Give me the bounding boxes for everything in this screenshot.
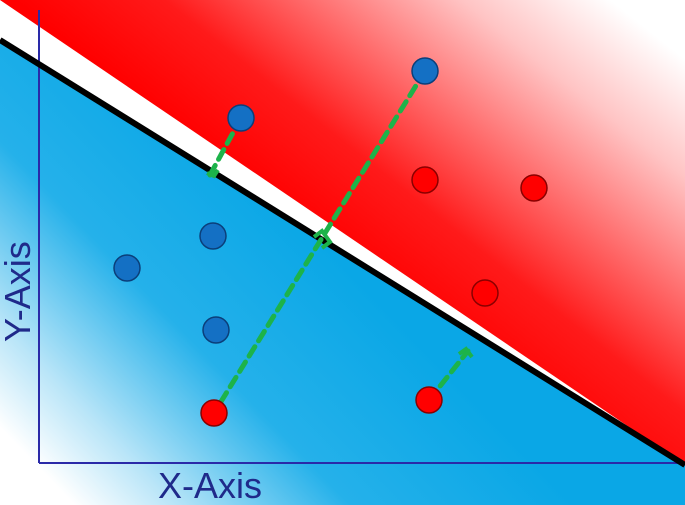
blue-point [227, 104, 255, 132]
right-angle-marker-top [206, 168, 220, 179]
right-angle-marker-middle [312, 228, 333, 250]
blue-point [113, 254, 141, 282]
blue-class-region [0, 40, 685, 505]
red-point [471, 279, 499, 307]
distance-line-long [211, 68, 428, 416]
decision-boundary-line [0, 37, 685, 468]
red-point [520, 174, 548, 202]
blue-point [411, 57, 439, 85]
right-angle-marker-bottom [457, 346, 474, 359]
red-class-region [0, 0, 685, 465]
y-axis-label: Y-Axis [0, 241, 38, 342]
red-point [415, 386, 443, 414]
x-axis-label: X-Axis [158, 465, 262, 505]
red-point [411, 166, 439, 194]
red-point [200, 399, 228, 427]
blue-point [202, 316, 230, 344]
blue-point [199, 222, 227, 250]
